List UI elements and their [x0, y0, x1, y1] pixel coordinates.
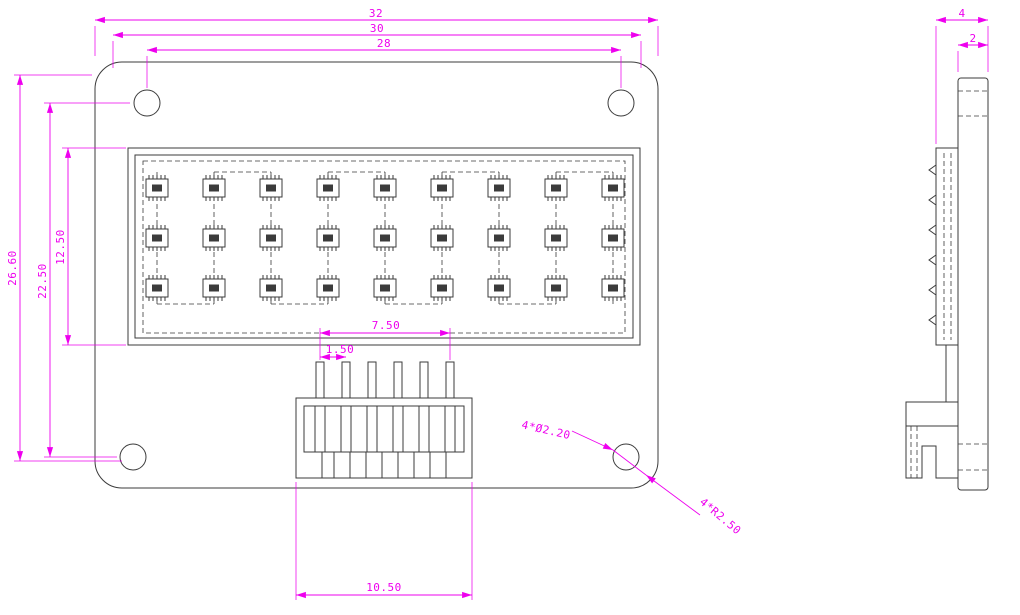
ic-component [544, 274, 568, 302]
ic-component [316, 274, 340, 302]
dim-display-height: 12.50 [54, 147, 126, 346]
ic-component [487, 174, 511, 202]
hidden-hole-lines [958, 90, 988, 471]
connector-slots [314, 406, 456, 452]
display-bezel-outer [127, 147, 641, 346]
ic-component [430, 274, 454, 302]
dim-hole-pitch-y-label: 22.50 [36, 263, 49, 299]
dim-pin-pitch: 1.50 [320, 343, 355, 361]
connector-pin [341, 361, 351, 399]
dim-hole-pitch-y: 22.50 [36, 102, 130, 458]
dim-overall-height-label: 26.60 [6, 250, 19, 286]
ic-component [145, 274, 169, 302]
ic-component [430, 174, 454, 202]
dim-overall-width-label: 32 [369, 7, 383, 20]
component-leads-profile [928, 164, 937, 326]
dim-display-height-label: 12.50 [54, 229, 67, 265]
ic-component [316, 174, 340, 202]
display-area [127, 147, 641, 346]
ic-component [373, 224, 397, 252]
ic-component [259, 274, 283, 302]
side-connector-hidden-lines [910, 426, 918, 478]
dim-connector-width-label: 10.50 [366, 581, 402, 594]
component-grid [145, 174, 625, 302]
connector-comb [321, 451, 447, 479]
ic-component [202, 274, 226, 302]
dimensions: 32 30 28 26.60 22.50 [6, 7, 989, 600]
dim-connector-width: 10.50 [295, 482, 473, 600]
ic-component [259, 224, 283, 252]
ic-component [430, 224, 454, 252]
connector-pin [419, 361, 429, 399]
connector-pin [445, 361, 455, 399]
callout-mounting-holes-label: 4*Ø2.20 [520, 418, 572, 442]
mounting-hole-top-left [133, 89, 161, 117]
dim-overall-width: 32 [94, 7, 659, 56]
connector-comb-teeth [333, 452, 431, 478]
dim-total-thickness: 4 [935, 7, 989, 144]
ic-component [487, 274, 511, 302]
dim-inner-width-label: 30 [370, 22, 384, 35]
pcb-edge [957, 77, 989, 491]
ic-component [373, 274, 397, 302]
pin-row-profile [945, 344, 959, 403]
dim-board-thickness-label: 2 [969, 32, 976, 45]
mounting-hole-bottom-left [119, 443, 147, 471]
connector-pins [315, 361, 455, 399]
dim-hole-pitch-x-label: 28 [377, 37, 391, 50]
ic-component [145, 174, 169, 202]
ic-component [202, 174, 226, 202]
connector-pin [393, 361, 403, 399]
display-module-edge [935, 147, 959, 346]
ic-component [544, 224, 568, 252]
side-connector-outline [905, 401, 958, 479]
ic-component [373, 174, 397, 202]
mounting-hole-top-right [607, 89, 635, 117]
ic-component [259, 174, 283, 202]
connector-pin [367, 361, 377, 399]
module-hidden-lines [943, 153, 952, 340]
dim-hole-pitch-x: 28 [146, 37, 622, 88]
component-boundary-dashed [142, 160, 626, 334]
board-outline [94, 61, 659, 489]
connector-pin [315, 361, 325, 399]
ic-component [316, 224, 340, 252]
dim-inner-width: 30 [112, 22, 642, 68]
callout-corner-radius-label: 4*R2.50 [697, 495, 744, 537]
front-view [94, 61, 659, 489]
dim-pin-row-span-label: 7.50 [372, 319, 401, 332]
display-bezel-inner [134, 154, 634, 339]
ic-component [145, 224, 169, 252]
dim-total-thickness-label: 4 [958, 7, 965, 20]
side-view [905, 77, 989, 491]
ic-component [487, 224, 511, 252]
callout-mounting-holes: 4*Ø2.20 [520, 418, 701, 516]
ic-component [202, 224, 226, 252]
ic-component [601, 224, 625, 252]
mounting-hole-bottom-right [612, 443, 640, 471]
ic-component [601, 274, 625, 302]
dim-board-thickness: 2 [957, 32, 988, 72]
dim-pin-row-span: 7.50 [319, 319, 451, 360]
ic-component [601, 174, 625, 202]
ic-component [544, 174, 568, 202]
dim-overall-height: 26.60 [6, 74, 122, 462]
bottom-connector [295, 397, 473, 479]
dim-pin-pitch-label: 1.50 [326, 343, 355, 356]
callout-corner-radius: 4*R2.50 [697, 495, 744, 537]
